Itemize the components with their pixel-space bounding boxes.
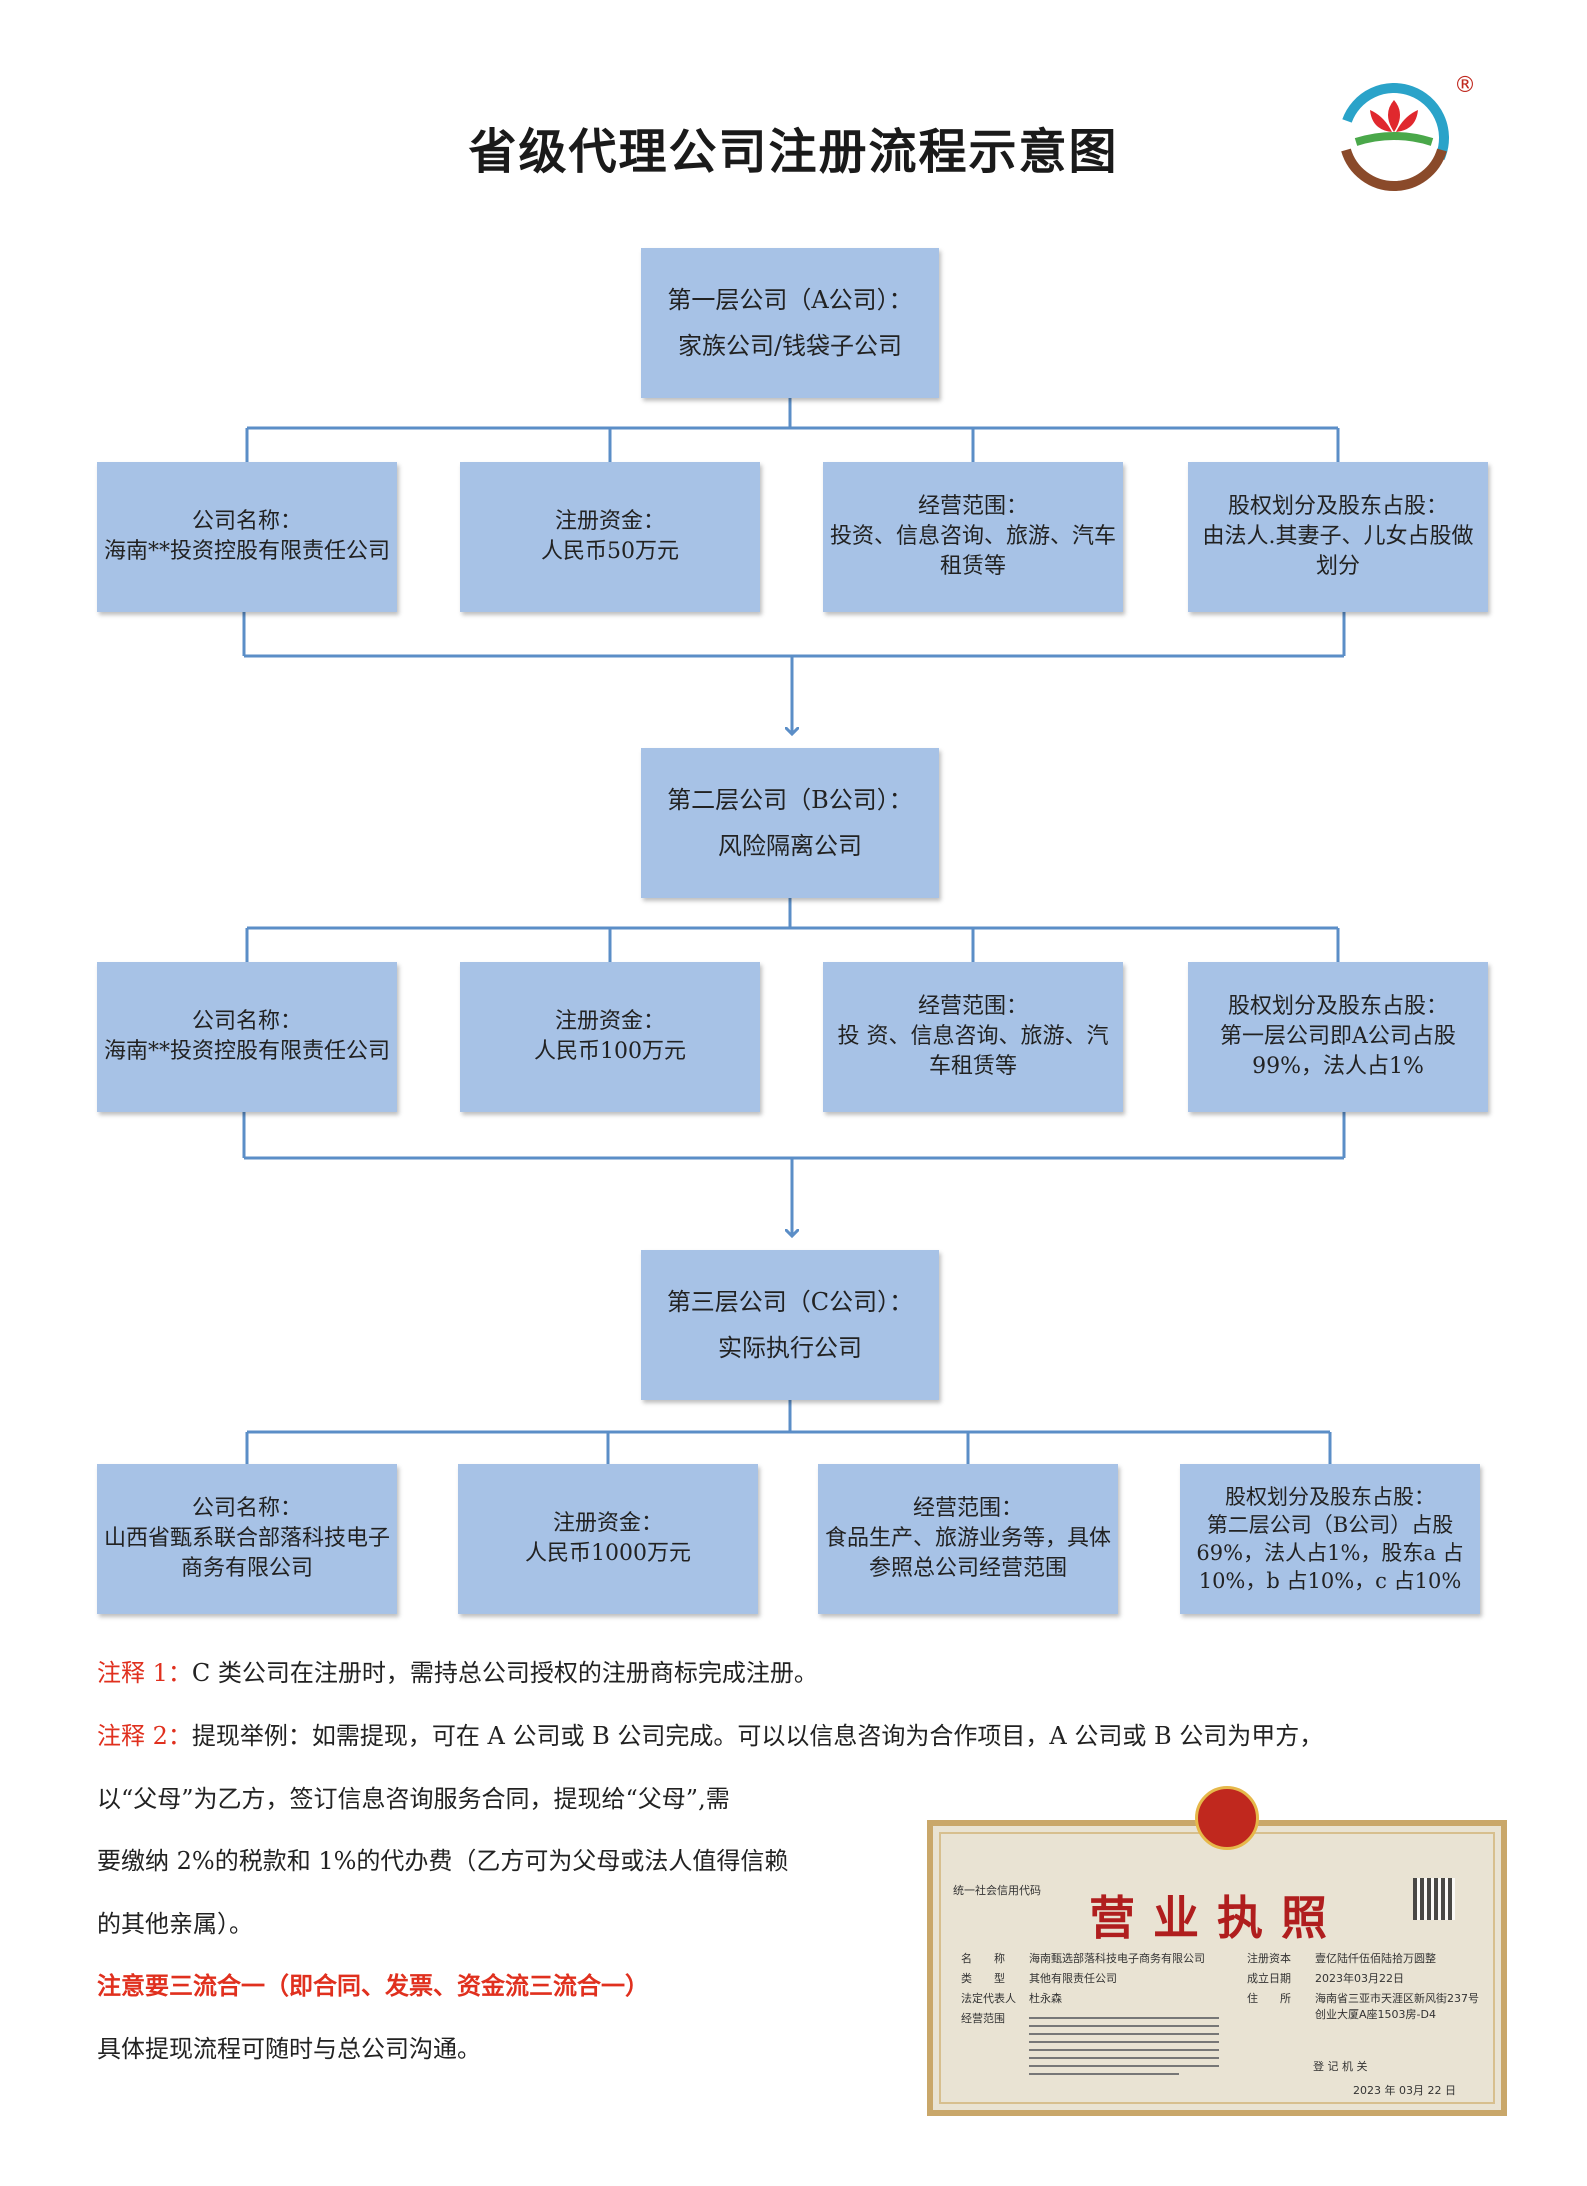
box-label: 经营范围： (917, 494, 1028, 519)
box-value: 人民币50万元 (541, 539, 679, 564)
name-value: 海南甄选部落科技电子商务有限公司 (1029, 1952, 1205, 1965)
license-scope-text-lines (1029, 2017, 1219, 2075)
box-label: 股权划分及股东占股： (1227, 494, 1448, 519)
box-label: 注册资金： (554, 1009, 665, 1034)
box-value: 食品生产、旅游业务等，具体参照总公司经营范围 (824, 1526, 1111, 1581)
type-label: 类 型 (961, 1972, 1005, 1985)
emphasis-note: 注意要三流合一（即合同、发票、资金流三流合一） (97, 1971, 649, 2000)
box-value: 第二层公司（B公司）占股69%，法人占1%，股东a 占10%，b 占10%，c … (1196, 1513, 1464, 1593)
business-license-image: 营业执照 统一社会信用代码 名 称 海南甄选部落科技电子商务有限公司 类 型 其… (927, 1786, 1507, 2116)
issue-date: 2023 年 03月 22 日 (1353, 2084, 1456, 2097)
level3-header-line1: 第三层公司（C公司）： (666, 1288, 914, 1316)
level3-capital-box: 注册资金： 人民币1000万元 (458, 1464, 758, 1614)
national-emblem-icon (1195, 1786, 1259, 1850)
note2-line3: 要缴纳 2%的税款和 1%的代办费（乙方可为父母或法人值得信赖 (97, 1847, 789, 1875)
note1-text: C 类公司在注册时，需持总公司授权的注册商标完成注册。 (191, 1659, 818, 1687)
box-value: 海南**投资控股有限责任公司 (103, 1039, 390, 1064)
box-label: 公司名称： (191, 1009, 302, 1034)
box-value: 海南**投资控股有限责任公司 (103, 539, 390, 564)
capital-label: 注册资本 (1247, 1952, 1291, 1965)
box-label: 股权划分及股东占股： (1225, 1485, 1435, 1509)
level2-header-line1: 第二层公司（B公司）： (667, 786, 913, 814)
level1-scope-box: 经营范围： 投资、信息咨询、旅游、汽车租赁等 (823, 462, 1123, 612)
level1-header-line2: 家族公司/钱袋子公司 (677, 332, 903, 360)
note2-line2: 以“父母”为乙方，签订信息咨询服务合同，提现给“父母”,需 (97, 1785, 730, 1813)
addr-label: 住 所 (1247, 1992, 1291, 2005)
level1-equity-box: 股权划分及股东占股： 由法人.其妻子、儿女占股做划分 (1188, 462, 1488, 612)
note2-tag: 注释 2： (97, 1722, 192, 1750)
level3-scope-box: 经营范围： 食品生产、旅游业务等，具体参照总公司经营范围 (818, 1464, 1118, 1614)
addr-value: 海南省三亚市天涯区新风街237号创业大厦A座1503房-D4 (1315, 1992, 1479, 2021)
level2-header-box: 第二层公司（B公司）： 风险隔离公司 (641, 748, 939, 898)
level1-header-box: 第一层公司（A公司）： 家族公司/钱袋子公司 (641, 248, 939, 398)
level1-company-name-box: 公司名称： 海南**投资控股有限责任公司 (97, 462, 397, 612)
level3-header-line2: 实际执行公司 (718, 1334, 862, 1362)
credit-code-label: 统一社会信用代码 (953, 1884, 1041, 1897)
box-value: 山西省甄系联合部落科技电子商务有限公司 (103, 1526, 390, 1581)
flower-logo-icon: ® (1339, 73, 1476, 193)
authority-label: 登 记 机 关 (1313, 2060, 1368, 2073)
level3-company-name-box: 公司名称： 山西省甄系联合部落科技电子商务有限公司 (97, 1464, 397, 1614)
level2-scope-box: 经营范围： 投 资、信息咨询、旅游、汽车租赁等 (823, 962, 1123, 1112)
box-label: 公司名称： (191, 1496, 302, 1521)
date-value: 2023年03月22日 (1315, 1972, 1404, 1985)
level3-header-box: 第三层公司（C公司）： 实际执行公司 (641, 1250, 939, 1400)
rep-value: 杜永森 (1029, 1992, 1062, 2005)
box-value: 由法人.其妻子、儿女占股做划分 (1202, 524, 1474, 579)
level2-company-name-box: 公司名称： 海南**投资控股有限责任公司 (97, 962, 397, 1112)
level2-equity-box: 股权划分及股东占股： 第一层公司即A公司占股99%，法人占1% (1188, 962, 1488, 1112)
final-note: 具体提现流程可随时与总公司沟通。 (97, 2035, 481, 2063)
level1-header-line1: 第一层公司（A公司）： (667, 286, 913, 314)
level2-capital-box: 注册资金： 人民币100万元 (460, 962, 760, 1112)
level2-header-line2: 风险隔离公司 (718, 832, 862, 860)
box-label: 经营范围： (912, 1496, 1023, 1521)
capital-value: 壹亿陆仟伍佰陆拾万圆整 (1315, 1952, 1436, 1965)
name-label: 名 称 (961, 1952, 1005, 1965)
type-value: 其他有限责任公司 (1029, 1972, 1117, 1985)
box-value: 人民币1000万元 (525, 1541, 691, 1566)
level1-capital-box: 注册资金： 人民币50万元 (460, 462, 760, 612)
note1: 注释 1：C 类公司在注册时，需持总公司授权的注册商标完成注册。 (97, 1658, 818, 1688)
license-title: 营业执照 (1089, 1891, 1345, 1945)
box-label: 注册资金： (554, 509, 665, 534)
note2-line4: 的其他亲属）。 (97, 1910, 253, 1938)
scope-label: 经营范围 (961, 2012, 1005, 2025)
level3-equity-box: 股权划分及股东占股： 第二层公司（B公司）占股69%，法人占1%，股东a 占10… (1180, 1464, 1480, 1614)
page-title: 省级代理公司注册流程示意图 (468, 124, 1119, 180)
box-label: 经营范围： (917, 994, 1028, 1019)
box-label: 注册资金： (552, 1511, 663, 1536)
box-label: 股权划分及股东占股： (1227, 994, 1448, 1019)
box-value: 人民币100万元 (534, 1039, 686, 1064)
note2-line1: 注释 2：提现举例：如需提现，可在 A 公司或 B 公司完成。可以以信息咨询为合… (97, 1721, 1323, 1751)
date-label: 成立日期 (1247, 1972, 1291, 1985)
note1-tag: 注释 1： (97, 1659, 192, 1687)
box-value: 第一层公司即A公司占股99%，法人占1% (1220, 1024, 1456, 1079)
note2-text-1: 提现举例：如需提现，可在 A 公司或 B 公司完成。可以以信息咨询为合作项目，A… (191, 1722, 1324, 1750)
qr-code-icon (1413, 1878, 1455, 1920)
box-label: 公司名称： (191, 509, 302, 534)
box-value: 投资、信息咨询、旅游、汽车租赁等 (829, 524, 1116, 579)
rep-label: 法定代表人 (961, 1992, 1016, 2005)
registered-mark: ® (1454, 73, 1476, 98)
box-value: 投 资、信息咨询、旅游、汽车租赁等 (837, 1024, 1109, 1079)
